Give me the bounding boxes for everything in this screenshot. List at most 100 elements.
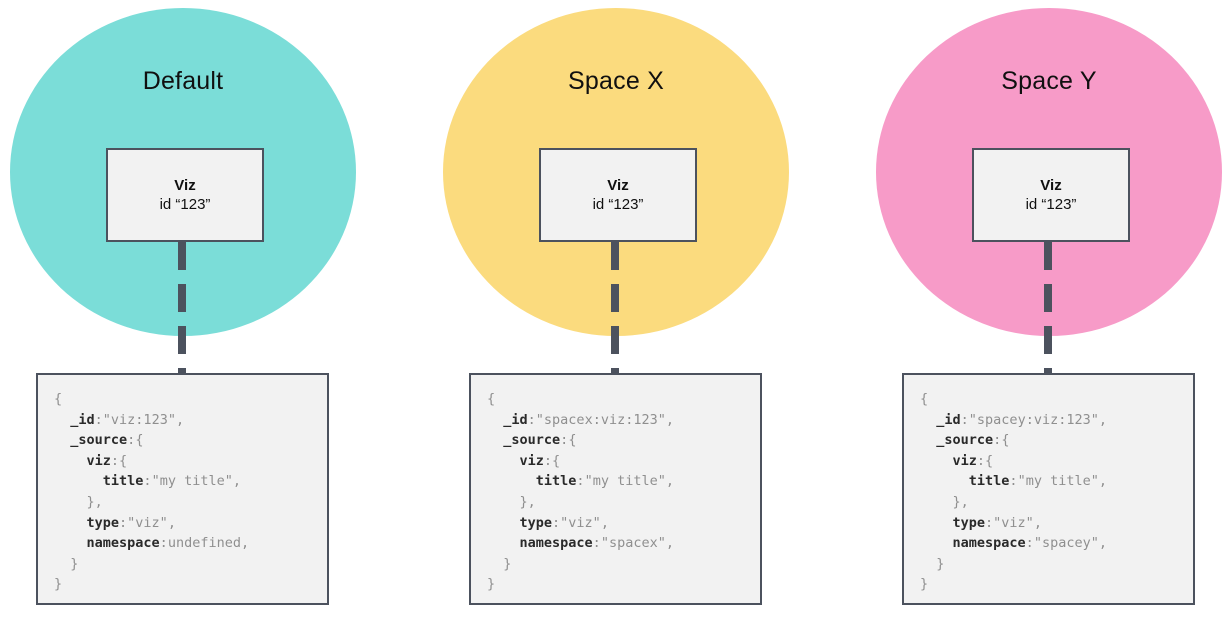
code-token: : bbox=[159, 535, 168, 552]
code-token: , bbox=[1098, 535, 1107, 552]
code-token: "spacey:viz:123" bbox=[968, 411, 1099, 428]
code-token: : bbox=[119, 514, 128, 531]
code-token: : bbox=[94, 411, 103, 428]
code-token: _source bbox=[936, 432, 994, 449]
code-token: "spacey" bbox=[1033, 535, 1099, 552]
connector-dash bbox=[178, 326, 186, 354]
code-token: "my title" bbox=[151, 473, 233, 490]
code-token bbox=[54, 515, 87, 531]
code-token bbox=[487, 473, 536, 489]
code-token: : bbox=[976, 452, 986, 469]
code-token bbox=[54, 556, 70, 572]
viz-node-title: Viz bbox=[607, 177, 629, 194]
code-line: _id:"spacey:viz:123", bbox=[920, 410, 1193, 431]
code-token bbox=[487, 556, 503, 572]
code-token: } bbox=[70, 555, 79, 572]
code-line: } bbox=[920, 574, 1193, 595]
code-token: , bbox=[240, 535, 250, 552]
code-token: undefined bbox=[167, 535, 241, 552]
code-token: : bbox=[127, 432, 136, 449]
code-token: , bbox=[1033, 514, 1042, 531]
code-token: , bbox=[175, 411, 185, 428]
connector-dash bbox=[178, 368, 186, 375]
code-token: : bbox=[960, 411, 969, 428]
code-line: }, bbox=[487, 492, 760, 513]
code-token: "my title" bbox=[1017, 473, 1099, 490]
connector-dash bbox=[1044, 368, 1052, 375]
code-token bbox=[920, 535, 953, 551]
code-token: } bbox=[54, 576, 63, 593]
connector-dash bbox=[611, 368, 619, 375]
code-line: _source:{ bbox=[487, 430, 760, 451]
code-token bbox=[487, 432, 503, 448]
connector-dash bbox=[1044, 242, 1052, 270]
code-line: } bbox=[487, 574, 760, 595]
code-line: _id:"spacex:viz:123", bbox=[487, 410, 760, 431]
code-token: "spacex:viz:123" bbox=[535, 411, 666, 428]
code-token: } bbox=[936, 555, 945, 572]
dashed-connector bbox=[1044, 242, 1052, 375]
code-token: , bbox=[232, 473, 241, 490]
code-token bbox=[487, 494, 520, 510]
code-token: : bbox=[1025, 535, 1034, 552]
code-line: { bbox=[54, 389, 327, 410]
code-token: viz bbox=[952, 452, 977, 469]
code-token: "viz" bbox=[993, 514, 1034, 531]
code-token: viz bbox=[86, 452, 111, 469]
code-token: { bbox=[920, 391, 929, 407]
code-line: viz:{ bbox=[487, 451, 760, 472]
code-line: } bbox=[487, 554, 760, 575]
connector-dash bbox=[611, 284, 619, 312]
connector-dash bbox=[178, 284, 186, 312]
code-token: : bbox=[552, 514, 561, 531]
code-line: title:"my title", bbox=[920, 471, 1193, 492]
code-token: _source bbox=[503, 432, 561, 449]
code-line: { bbox=[920, 389, 1193, 410]
code-line: type:"viz", bbox=[54, 513, 327, 534]
code-token: { bbox=[1001, 432, 1010, 449]
code-token bbox=[920, 432, 936, 448]
code-token bbox=[54, 412, 70, 428]
code-token: "spacex" bbox=[600, 535, 666, 552]
code-token: } bbox=[920, 576, 929, 593]
dashed-connector bbox=[178, 242, 186, 375]
viz-node-id: id “123” bbox=[159, 196, 211, 213]
code-token bbox=[54, 432, 70, 448]
code-line: } bbox=[54, 574, 327, 595]
code-token: { bbox=[54, 391, 63, 407]
code-token: namespace bbox=[86, 535, 160, 552]
code-token: _source bbox=[70, 432, 128, 449]
code-token: title bbox=[968, 473, 1010, 490]
code-token: , bbox=[1098, 473, 1107, 490]
space-label: Space Y bbox=[1001, 67, 1097, 95]
code-token: : bbox=[543, 452, 553, 469]
viz-node-title: Viz bbox=[1040, 177, 1062, 194]
code-token: type bbox=[86, 514, 120, 531]
code-token: { bbox=[552, 452, 561, 469]
connector-dash bbox=[1044, 326, 1052, 354]
code-token: type bbox=[952, 514, 986, 531]
code-token bbox=[54, 453, 87, 469]
code-line: viz:{ bbox=[920, 451, 1193, 472]
document-code-box: { _id:"spacey:viz:123", _source:{ viz:{ … bbox=[902, 373, 1195, 605]
code-token bbox=[487, 515, 520, 531]
code-token: "viz" bbox=[560, 514, 601, 531]
code-token: , bbox=[600, 514, 609, 531]
code-token: : bbox=[576, 473, 585, 490]
viz-node-id: id “123” bbox=[1025, 196, 1077, 213]
code-token: viz bbox=[519, 452, 544, 469]
code-token: { bbox=[487, 391, 496, 407]
code-token: : bbox=[560, 432, 569, 449]
code-token: } bbox=[503, 555, 512, 572]
code-token: : bbox=[527, 411, 536, 428]
code-line: _source:{ bbox=[920, 430, 1193, 451]
viz-node-box: Viz id “123” bbox=[972, 148, 1130, 242]
code-token: : bbox=[592, 535, 601, 552]
code-token: "viz" bbox=[127, 514, 168, 531]
code-line: type:"viz", bbox=[920, 513, 1193, 534]
connector-dash bbox=[1044, 284, 1052, 312]
code-token: , bbox=[1098, 411, 1107, 428]
